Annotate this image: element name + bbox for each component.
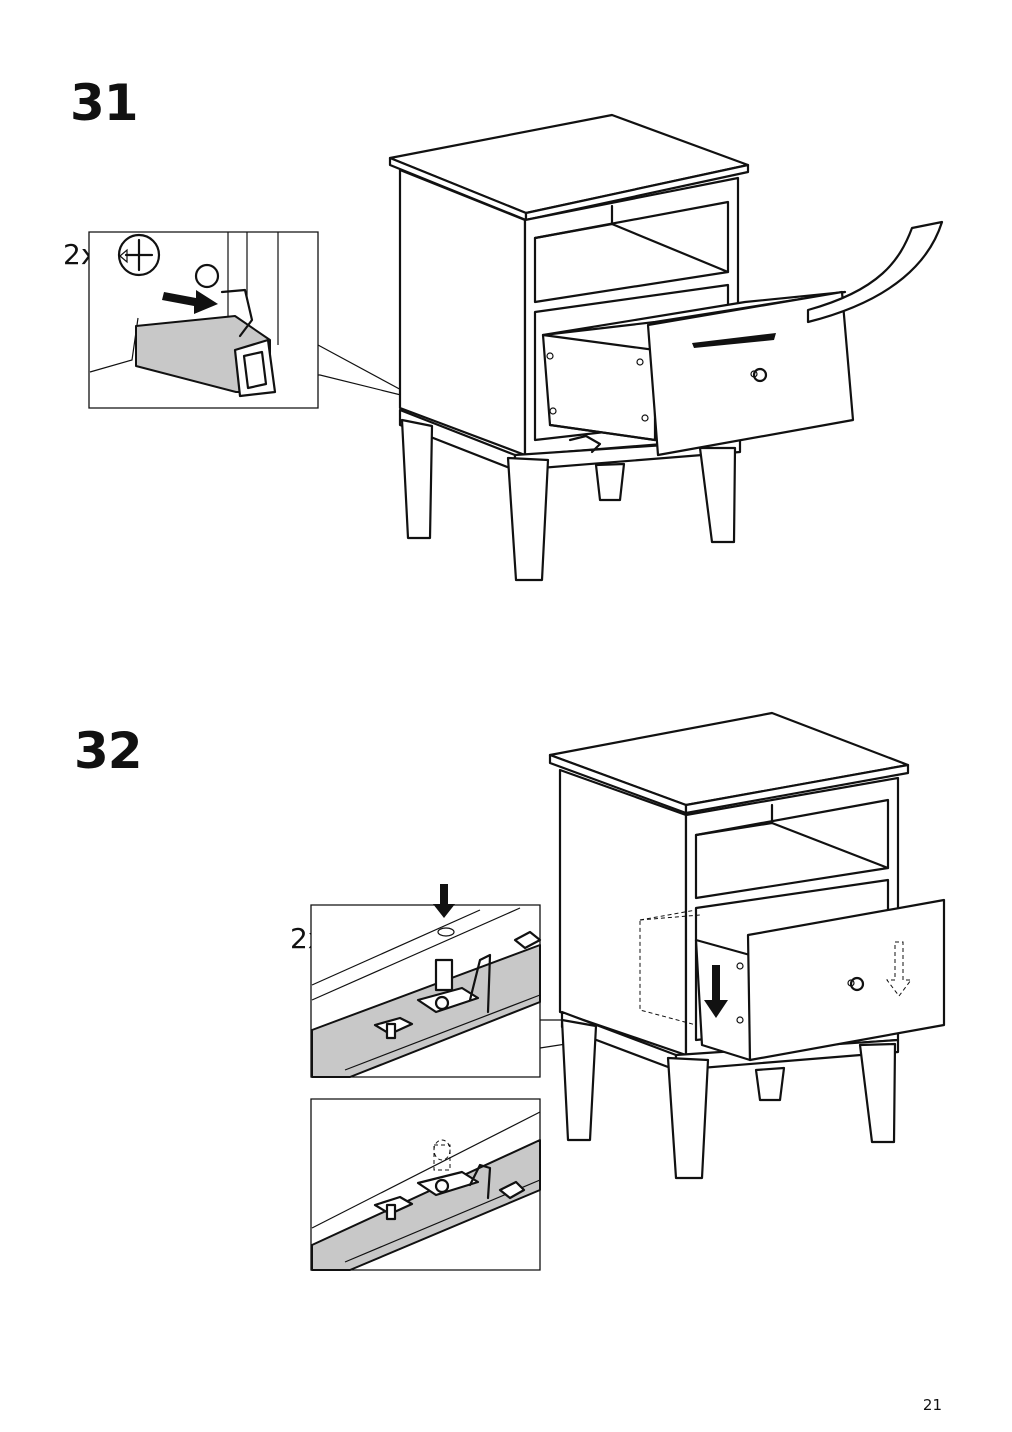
step-31-illustration: [88, 113, 944, 582]
step-32-number: 32: [74, 722, 143, 780]
arrow-icon: [692, 333, 776, 348]
page-number: 21: [922, 1396, 942, 1414]
step-32-illustration: [310, 711, 946, 1271]
step-31-number: 31: [70, 74, 139, 132]
phillips-screwdriver-icon: [117, 233, 161, 277]
arrow-icon: [704, 965, 728, 1018]
